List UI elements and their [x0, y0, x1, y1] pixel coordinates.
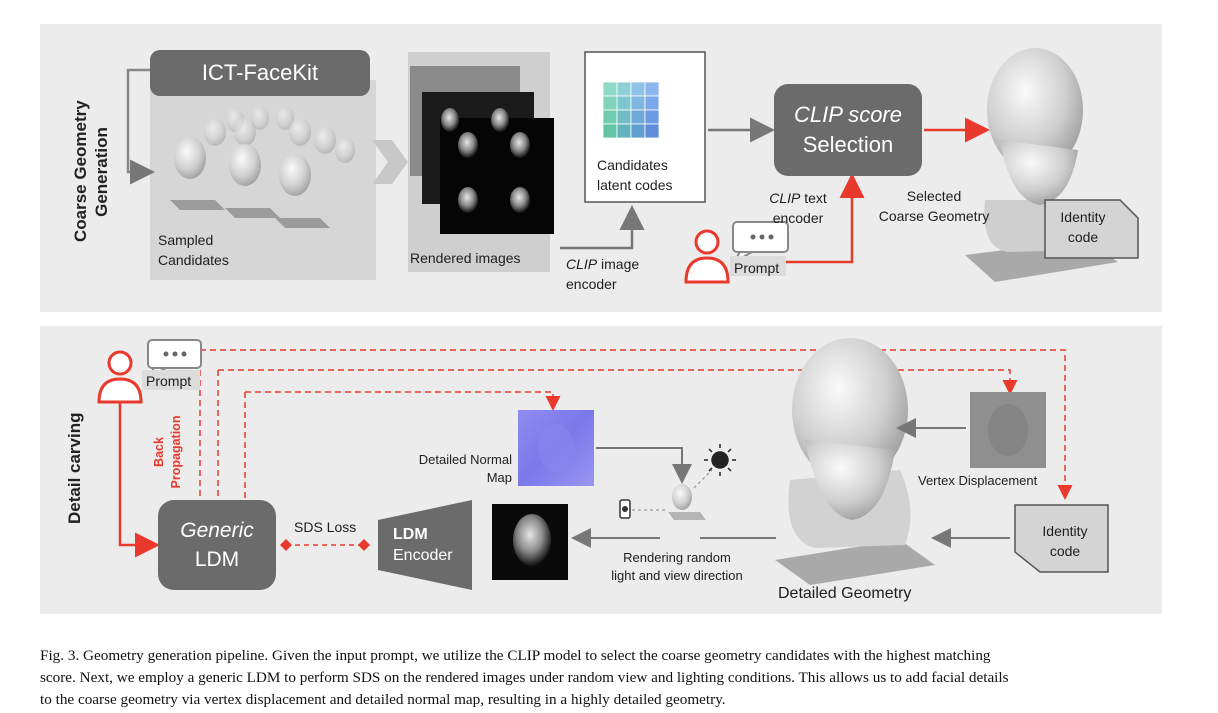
back-line1: Back	[152, 437, 166, 467]
identity-coarse-line1: Identity	[1060, 209, 1106, 225]
prompt-label-detail: Prompt	[146, 373, 192, 389]
clip-image-line2: encoder	[566, 276, 617, 292]
clip-text-encoder-label: CLIP text encoder	[760, 188, 836, 228]
latent-line2: latent codes	[597, 177, 673, 193]
detailed-geometry-label: Detailed Geometry	[778, 585, 912, 602]
generic-label: Generic	[180, 519, 254, 542]
latent-cubes-icon	[602, 81, 660, 139]
flow-chevron	[372, 140, 408, 184]
sampled-candidates-label: Sampled Candidates	[158, 230, 229, 270]
normal-line2: Map	[486, 470, 512, 485]
identity-tag-detail	[1014, 504, 1109, 573]
identity-coarse-line2: code	[1067, 229, 1099, 245]
ldm-encoder-label: LDM Encoder	[393, 524, 453, 566]
prompt-label-bg-detail	[142, 370, 200, 390]
selected-line2: Coarse Geometry	[878, 208, 990, 224]
rendering-line1: Rendering random	[623, 550, 731, 565]
user-icon-coarse	[684, 229, 730, 284]
generic-ldm-box: Generic LDM	[158, 500, 276, 590]
ict-feedback-line	[126, 68, 155, 185]
identity-tag-coarse	[1044, 199, 1139, 259]
user-icon-detail	[97, 350, 143, 404]
camera-icon	[619, 499, 631, 519]
prompt-label-coarse: Prompt	[734, 260, 780, 276]
normal-map-label: Detailed Normal Map	[398, 451, 512, 487]
clip-text-rest: text	[800, 190, 827, 206]
latent-line1: Candidates	[597, 157, 668, 173]
clip-score-label: CLIP score	[793, 102, 902, 127]
candidate-bases	[170, 200, 330, 228]
ict-facekit-label: ICT-FaceKit	[201, 60, 319, 85]
back-propagation-label: Back Propagation	[151, 407, 187, 497]
sampled-line2: Candidates	[158, 252, 229, 268]
clip-text-line2: encoder	[772, 210, 824, 226]
render-setup	[632, 469, 713, 520]
vertex-displacement-label: Vertex Displacement	[918, 473, 1038, 488]
candidate-heads	[174, 106, 355, 196]
ict-facekit-box: ICT-FaceKit	[150, 50, 370, 96]
ldm-encoder-line2: Encoder	[393, 547, 453, 564]
clip-image-encoder-label: CLIP image encoder	[566, 254, 639, 294]
identity-detail-line2: code	[1049, 543, 1081, 559]
ldm-encoder-shape	[378, 500, 472, 590]
caption-line1: Fig. 3. Geometry generation pipeline. Gi…	[40, 647, 991, 664]
figure-caption: Fig. 3. Geometry generation pipeline. Gi…	[40, 645, 1180, 711]
clip-image-word: CLIP	[566, 256, 598, 272]
sun-icon	[704, 444, 736, 476]
selected-geometry-label: Selected Coarse Geometry	[868, 186, 1000, 226]
rendered-images-label: Rendered images	[410, 250, 521, 266]
selected-head	[965, 48, 1118, 282]
ldm-label: LDM	[194, 548, 240, 571]
prompt-label-bg-coarse	[730, 256, 786, 276]
rendered-image-stack	[408, 52, 554, 272]
identity-detail-line1: Identity	[1042, 523, 1088, 539]
identity-code-label-coarse: Identity code	[1048, 207, 1118, 247]
clip-image-rest: image	[597, 256, 640, 272]
detailed-head	[775, 338, 935, 585]
clip-text-word: CLIP	[769, 190, 801, 206]
clip-image-arrow	[560, 205, 645, 250]
sampled-line1: Sampled	[158, 232, 214, 248]
normal-line1: Detailed Normal	[418, 452, 512, 467]
normal-to-render-arrow	[596, 447, 692, 484]
caption-line2: score. Next, we employ a generic LDM to …	[40, 669, 1009, 686]
backprop-arrow	[118, 400, 160, 558]
selected-line1: Selected	[906, 188, 962, 204]
back-line2: Propagation	[169, 415, 183, 489]
rendering-line2: light and view direction	[611, 568, 743, 583]
ldm-encoder-line1: LDM	[393, 526, 428, 543]
latent-codes-label: Candidates latent codes	[597, 155, 673, 195]
coarse-title-line1: Coarse Geometry	[71, 100, 90, 242]
sds-loss-label: SDS Loss	[294, 519, 357, 535]
identity-code-label-detail: Identity code	[1030, 521, 1100, 561]
selection-label: Selection	[802, 132, 894, 157]
prompt-dashed-routes	[199, 349, 1073, 500]
detail-section-title: Detail carving	[65, 412, 84, 525]
coarse-title-line2: Generation	[92, 127, 111, 217]
coarse-section-title: Coarse Geometry Generation	[70, 100, 114, 242]
rendering-label: Rendering random light and view directio…	[592, 549, 762, 585]
clip-score-selection-box: CLIP score Selection	[774, 84, 922, 176]
caption-line3: to the coarse geometry via vertex displa…	[40, 691, 726, 708]
prompt-to-score-arrow	[786, 173, 865, 264]
